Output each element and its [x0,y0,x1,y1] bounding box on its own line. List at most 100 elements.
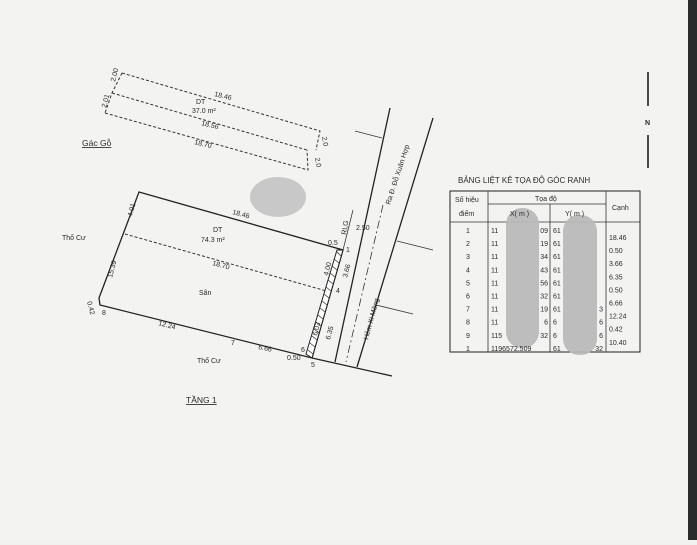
cell-point: 8 [466,320,470,327]
upper-dim-left-bottom: 2.01 [101,93,111,108]
cell-y-end: 3 [599,307,603,314]
header-coords: Tọa độ [535,196,557,203]
yard-label: Sân [199,290,212,297]
cell-x-start: 11 [491,267,498,274]
ground-dim-front-d: 6.35 [325,325,335,340]
point-6: 6 [301,347,305,354]
ground-floor-title: TẦNG 1 [186,395,217,405]
coord-table-title: BẢNG LIỆT KÊ TỌA ĐỘ GÓC RANH [458,176,590,185]
table-row: 5 11 56 61 [466,280,561,287]
header-point: Số hiệu [455,195,479,204]
plan-drawing: 2.00 2.01 18.46 DT 37.0 m² 18.56 18.70 2… [62,67,650,405]
cell-x-start: 11 [491,320,498,327]
cell-x-end: 56 [540,280,548,287]
point-8: 8 [102,310,106,317]
header-edge: Cạnh [612,205,629,212]
north-label: N [645,120,650,127]
ground-dim-bottom-left: 12.24 [157,320,176,331]
point-4: 4 [336,288,340,295]
ground-dim-setback: 0.5 [328,240,338,247]
ground-dim-left-bottom: 15.39 [107,260,118,279]
cell-x-start: 11 [491,280,498,287]
cell-x-start: 1196572.509 [491,346,531,353]
cell-x-start: 11 [491,241,498,248]
header-y: Y( m ) [565,211,584,218]
scanned-plan-sheet: 2.00 2.01 18.46 DT 37.0 m² 18.56 18.70 2… [62,67,651,405]
cell-x-start: 11 [491,294,498,301]
cell-point: 3 [466,254,470,261]
table-row: 1 1196572.509 61 32 [466,346,603,353]
header-x: X( m ) [510,211,529,218]
cell-x-end: 43 [540,267,548,274]
cell-edge: 6.66 [609,301,623,308]
road-lines [334,107,434,368]
cell-x-end: 19 [540,241,548,248]
cell-y-start: 61 [553,307,561,314]
ground-dim-inner: 18.70 [211,260,230,271]
point-1: 1 [346,247,350,254]
ground-dim-top: 18.46 [231,209,250,220]
cell-y-start: 6 [553,320,557,327]
upper-dim-right-bottom: 2.0 [313,157,322,168]
ground-dim-front-b: 3.66 [342,263,352,278]
cell-y-start: 61 [553,254,561,261]
cell-edge: 0.42 [609,327,623,334]
cell-edge: 3.66 [609,261,623,268]
cell-x-end: 19 [540,307,548,314]
cell-y-start: 61 [553,346,561,353]
main-road-label: Ra Đ. Đỗ Xuân Hợp [383,143,411,205]
upper-dim-bottom: 18.70 [194,139,213,150]
cell-x-end: 32 [540,294,548,301]
cell-x-end: 6 [544,320,548,327]
lane-label: Hẻm Xi Măng [363,298,381,341]
cell-y-end: 32 [595,346,603,353]
cell-edge: 10.40 [609,340,627,347]
cell-x-end: 32 [540,333,548,340]
point-5: 5 [311,362,315,369]
cell-point: 5 [466,280,470,287]
upper-dim-top: 18.46 [214,91,233,102]
ground-area-value: 74.3 m² [201,237,225,244]
upper-dim-right-top: 2.0 [320,136,329,147]
upper-area-value: 37.0 m² [192,108,216,115]
upper-floor-title: Gác Gỗ [82,138,112,148]
upper-floor-outline [104,72,321,171]
cell-y-start: 61 [553,280,561,287]
ground-area-label: DT [213,227,223,234]
cell-y-start: 61 [553,267,561,274]
table-row: 3 11 34 61 [466,254,561,261]
ground-dim-bottom-corner: 0.50 [287,355,301,362]
cell-point: 1 [466,346,470,353]
ground-dim-corner-left: 0.42 [85,301,95,316]
cell-edge: 6.35 [609,274,623,281]
cell-edge: 0.50 [609,287,623,294]
ground-floor-outline [98,191,393,377]
cell-x-start: 11 [491,307,498,314]
neighbor-left: Thổ Cư [62,234,86,242]
cell-edge: 12.24 [609,314,627,321]
cell-point: 1 [466,228,470,235]
redaction-x-column [506,208,539,348]
setback-label: RLG [341,220,350,235]
cell-point: 2 [466,241,470,248]
cell-y-end: 6 [599,320,603,327]
cell-edge: 18.46 [609,235,627,242]
neighbor-bottom: Thổ Cư [197,357,221,365]
ground-dim-left-top: 4.01 [127,202,137,217]
ground-dim-front-c: 6.03 [312,321,322,336]
cell-y-start: 61 [553,228,561,235]
cell-point: 9 [466,333,470,340]
cell-y-start: 6 [553,333,557,340]
cell-x-end: 34 [540,254,548,261]
header-point-2: điểm [459,210,474,218]
window-edge-bar [688,0,697,540]
cell-x-start: 11 [491,254,498,261]
north-arrow-icon: N [645,72,650,168]
